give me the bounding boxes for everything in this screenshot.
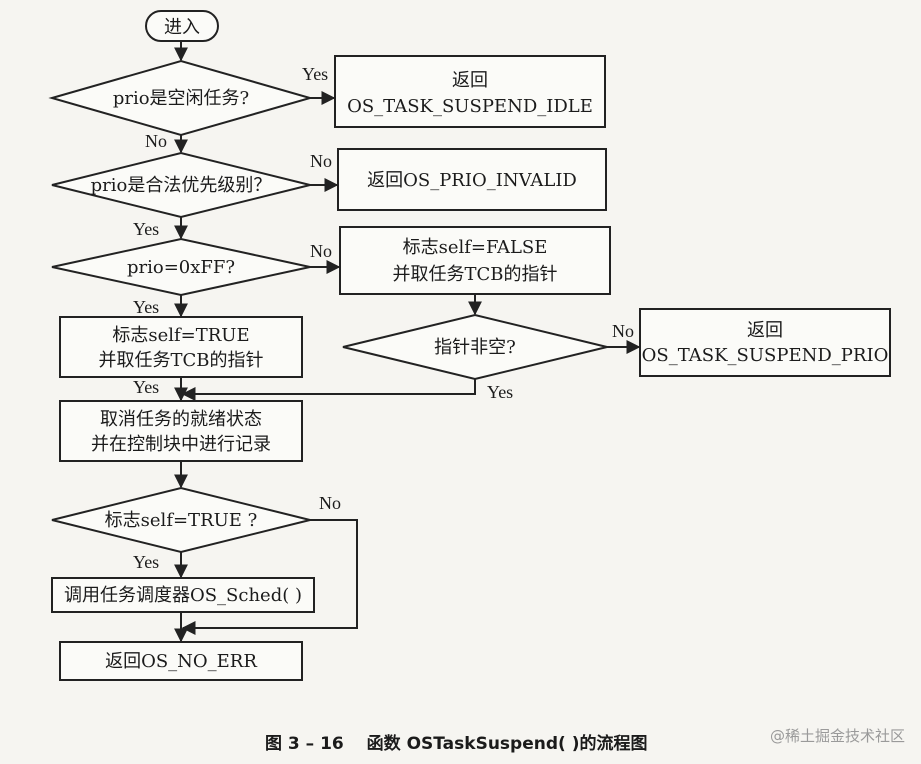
label-d4-yes: Yes [487, 382, 513, 402]
label-d3-yes: Yes [133, 297, 159, 317]
decision-valid-prio-label: prio是合法优先级别？ [91, 175, 272, 196]
decision-self-true-label: 标志self=TRUE ? [105, 510, 258, 531]
return-idle-box [334, 55, 606, 128]
watermark: @稀土掘金技术社区 [770, 727, 905, 745]
return-invalid-box [337, 148, 607, 211]
label-d5-no: No [319, 493, 341, 513]
sched-box [51, 577, 315, 613]
cancel-ready-line2: 并在控制块中进行记录 [91, 434, 271, 455]
decision-pointer-label: 指针非空? [434, 337, 516, 358]
self-true-line1: 标志self=TRUE [112, 325, 249, 346]
self-true-line2: 并取任务TCB的指针 [98, 350, 263, 371]
label-d5-yes: Yes [133, 552, 159, 572]
self-false-line1: 标志self=FALSE [403, 237, 548, 258]
arrow-d4-yes-merge [181, 379, 476, 401]
start-label: 进入 [164, 17, 200, 38]
label-d4-no: No [612, 321, 634, 341]
label-d2-no: No [310, 151, 332, 171]
return-invalid-label: 返回OS_PRIO_INVALID [367, 170, 577, 191]
label-merge-yes: Yes [133, 377, 159, 397]
label-d2-yes: Yes [133, 219, 159, 239]
cancel-ready-box [59, 400, 303, 462]
return-prio-line1: 返回 [747, 320, 783, 341]
figure-caption: 图 3 – 16 函数 OSTaskSuspend( )的流程图 [265, 733, 647, 754]
decision-prio-ff-label: prio=0xFF? [127, 257, 235, 278]
decision-idle-label: prio是空闲任务? [113, 88, 249, 109]
return-idle-line2: OS_TASK_SUSPEND_IDLE [347, 96, 593, 117]
label-d1-no: No [145, 131, 167, 151]
cancel-ready-line1: 取消任务的就绪状态 [100, 409, 262, 430]
return-prio-line2: OS_TASK_SUSPEND_PRIO [642, 345, 889, 366]
self-false-line2: 并取任务TCB的指针 [392, 264, 557, 285]
return-ok-label: 返回OS_NO_ERR [105, 651, 257, 672]
return-idle-line1: 返回 [452, 70, 488, 91]
arrow-d5-no [181, 519, 358, 635]
return-prio-box [639, 308, 891, 377]
sched-label: 调用任务调度器OS_Sched( ) [64, 585, 302, 606]
self-true-box [59, 316, 303, 378]
label-d3-no: No [310, 241, 332, 261]
label-d1-yes: Yes [302, 64, 328, 84]
